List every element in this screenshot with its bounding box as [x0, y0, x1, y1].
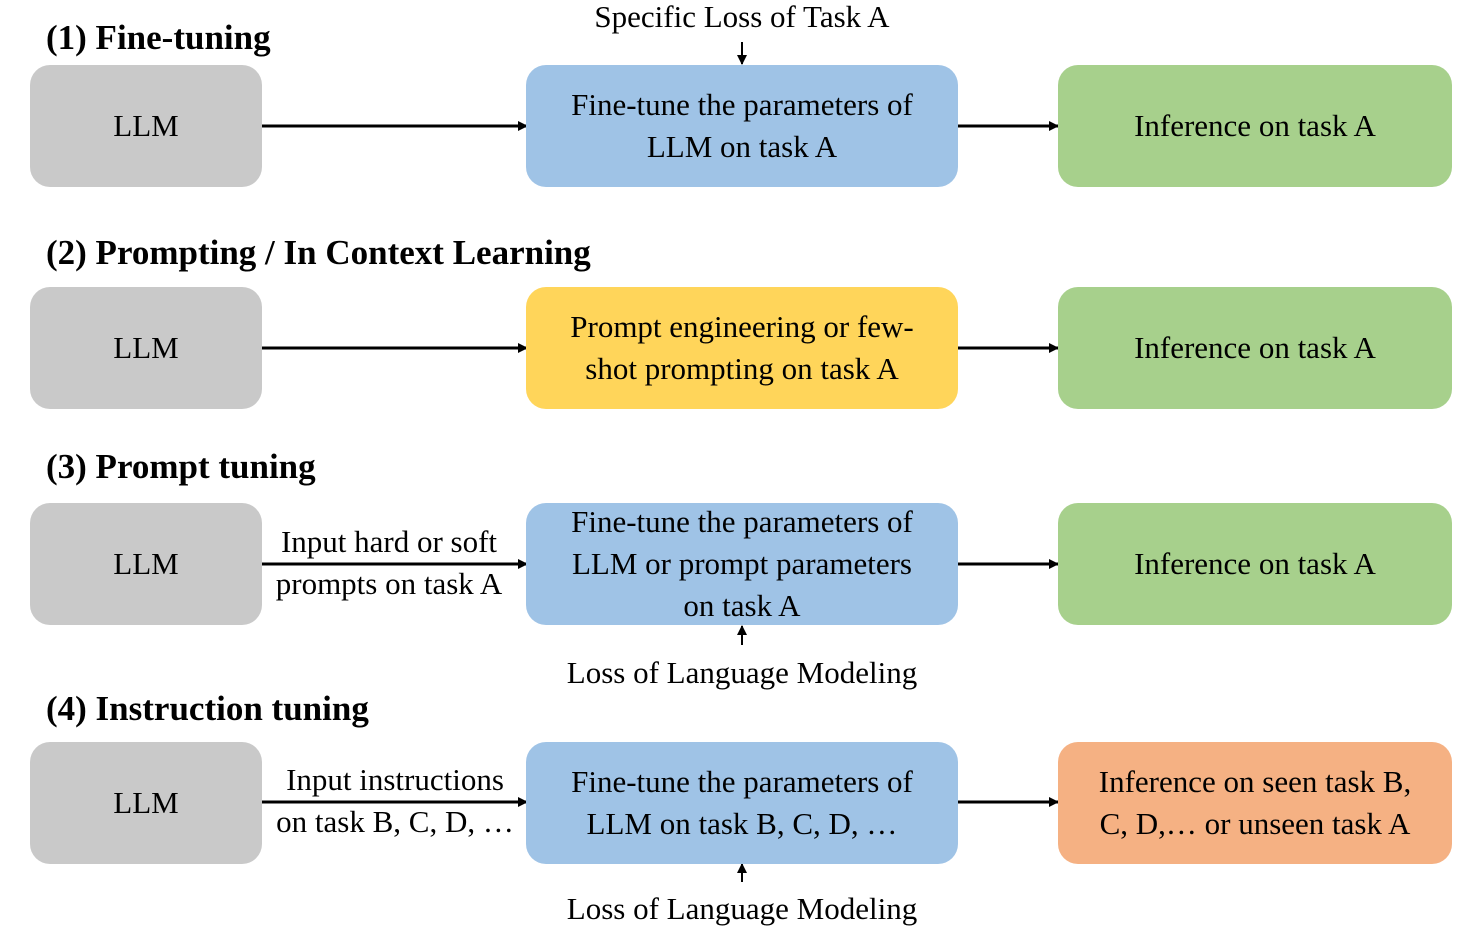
inference-box-2: Inference on task A: [1058, 287, 1452, 409]
edge-label-line: Input instructions: [286, 762, 504, 797]
inference-label: Inference on task A: [1134, 108, 1376, 143]
section-3-heading: (3) Prompt tuning: [46, 447, 316, 486]
prompting-line: Prompt engineering or few-: [570, 309, 914, 344]
llm-box-4: LLM: [30, 742, 262, 864]
inference-line: Inference on seen task B,: [1098, 764, 1412, 799]
loss-label-3: Loss of Language Modeling: [566, 655, 918, 690]
llm-box-2: LLM: [30, 287, 262, 409]
inference-box-3: Inference on task A: [1058, 503, 1452, 625]
prompting-line: shot prompting on task A: [585, 351, 899, 386]
edge-label-line: Input hard or soft: [280, 524, 498, 559]
inference-box-4: Inference on seen task B, C, D,… or unse…: [1058, 742, 1452, 864]
llm-label: LLM: [113, 785, 179, 820]
edge-label-line: on task B, C, D, …: [276, 804, 514, 839]
edge-label-line: prompts on task A: [275, 566, 503, 601]
finetune-line: Fine-tune the parameters of: [571, 504, 913, 539]
edge-label-3: Input hard or soft prompts on task A: [262, 521, 516, 605]
finetune-box-4: Fine-tune the parameters of LLM on task …: [526, 742, 958, 864]
prompting-box-2: Prompt engineering or few- shot promptin…: [526, 287, 958, 409]
inference-line: C, D,… or unseen task A: [1099, 806, 1411, 841]
finetune-box-3: Fine-tune the parameters of LLM or promp…: [526, 503, 958, 625]
llm-label: LLM: [113, 108, 179, 143]
finetune-line: on task A: [683, 588, 801, 623]
inference-label: Inference on task A: [1134, 546, 1376, 581]
section-2-heading: (2) Prompting / In Context Learning: [46, 233, 591, 272]
llm-label: LLM: [113, 330, 179, 365]
loss-label-4: Loss of Language Modeling: [566, 891, 918, 926]
llm-label: LLM: [113, 546, 179, 581]
finetune-box-1: Fine-tune the parameters of LLM on task …: [526, 65, 958, 187]
section-4-heading: (4) Instruction tuning: [46, 689, 369, 728]
finetune-line: LLM on task B, C, D, …: [586, 806, 898, 841]
specific-loss-label: Specific Loss of Task A: [594, 0, 890, 34]
edge-label-4: Input instructions on task B, C, D, …: [262, 759, 528, 843]
finetune-line: LLM or prompt parameters: [571, 546, 912, 581]
llm-box-1: LLM: [30, 65, 262, 187]
llm-box-3: LLM: [30, 503, 262, 625]
finetune-line: Fine-tune the parameters of: [571, 764, 913, 799]
inference-label: Inference on task A: [1134, 330, 1376, 365]
finetune-line: Fine-tune the parameters of: [571, 87, 913, 122]
inference-box-1: Inference on task A: [1058, 65, 1452, 187]
section-1-heading: (1) Fine-tuning: [46, 18, 271, 57]
finetune-line: LLM on task A: [646, 129, 838, 164]
